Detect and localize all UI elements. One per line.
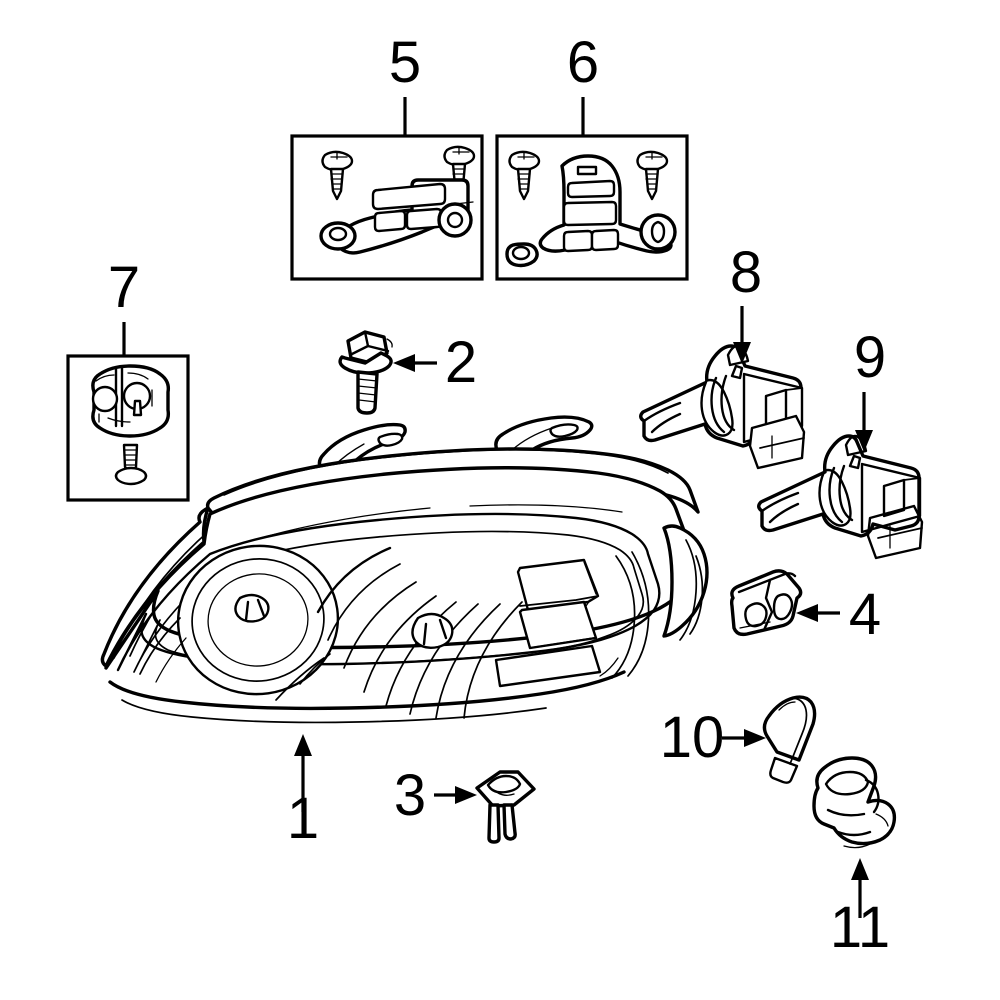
callout-11-leader [851,858,869,918]
callout-1-leader [294,734,312,812]
hex-flange-bolt [338,330,393,415]
callout-10-leader [722,729,766,747]
bulb-socket-connector [812,756,897,849]
callout-8-leader [733,306,751,364]
callout-label-9[interactable]: 9 [854,325,886,390]
headlamp-assembly [100,415,709,724]
bulb-socket-retainer [729,569,803,637]
callout-label-4[interactable]: 4 [849,582,881,647]
adjuster-gear [91,364,171,438]
retainer-clip [475,770,536,844]
callout-label-10[interactable]: 10 [660,705,725,770]
callout-label-6[interactable]: 6 [567,30,599,95]
callout-2-leader [393,354,437,372]
callout-3-leader [434,786,477,804]
screw-icon [114,443,148,486]
callout-label-11[interactable]: 11 [830,895,890,960]
halogen-bulb-plain [639,344,806,470]
mounting-bracket-left [319,178,474,255]
screw-icon [321,150,354,201]
halogen-bulb-highlighted [757,434,924,560]
screw-icon [508,150,541,201]
callout-box-5[interactable] [290,97,484,281]
signal-bulb [762,695,817,784]
mounting-bracket-right [505,154,677,268]
callout-label-1[interactable]: 1 [287,786,319,851]
callout-label-5[interactable]: 5 [389,30,421,95]
callout-box-7[interactable] [66,322,190,502]
callout-9-leader [855,392,873,452]
callout-4-leader [796,604,840,622]
screw-icon [636,150,669,201]
callout-box-6[interactable] [495,97,689,281]
callout-label-2[interactable]: 2 [445,330,477,395]
callout-label-3[interactable]: 3 [394,763,426,828]
callout-label-7[interactable]: 7 [108,255,140,320]
callout-label-8[interactable]: 8 [730,240,762,305]
